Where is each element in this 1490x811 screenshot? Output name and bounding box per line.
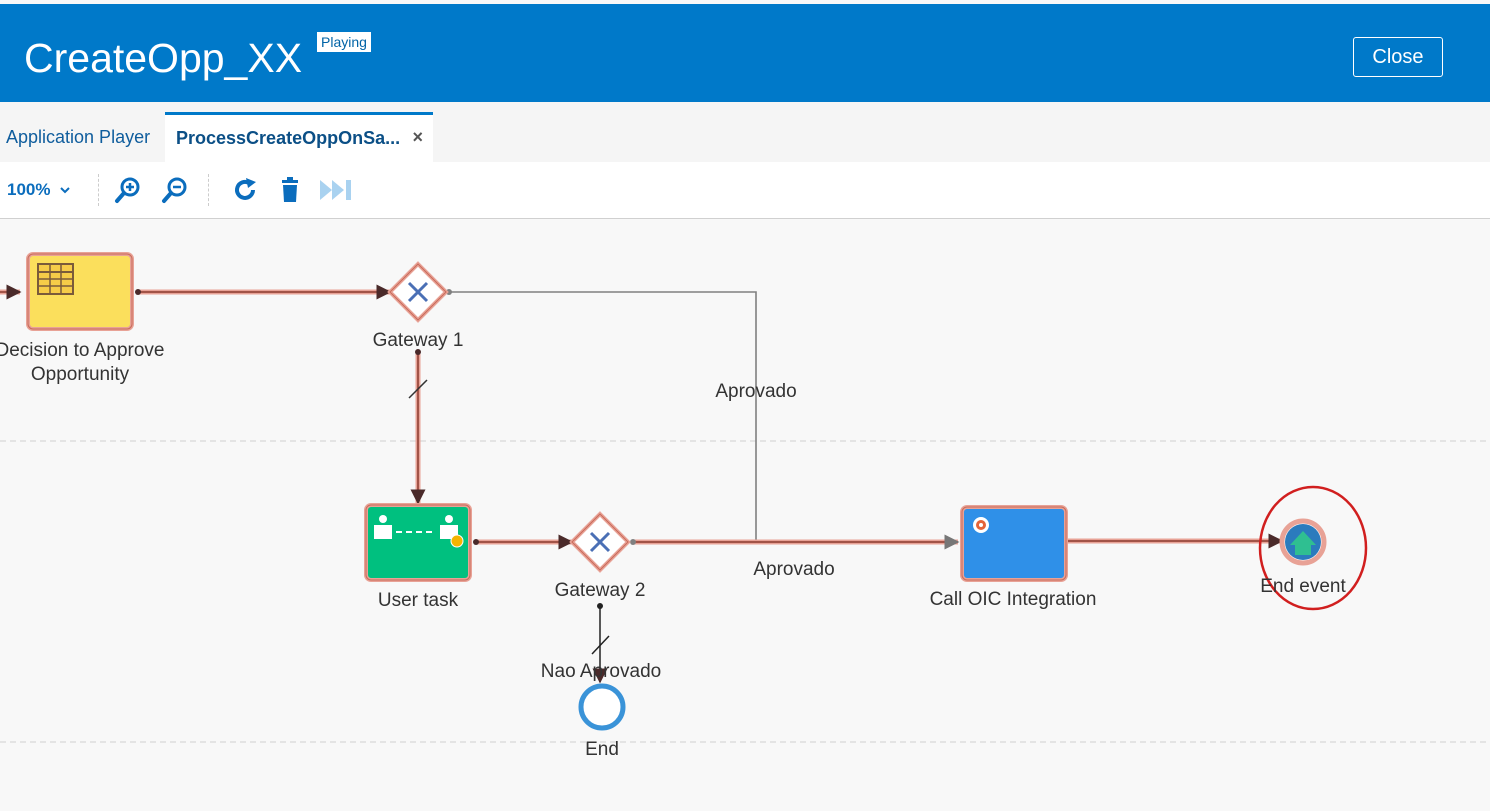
gateway-2-label: Gateway 2 <box>555 580 646 601</box>
process-canvas: Decision to Approve Opportunity Gateway … <box>0 219 1490 806</box>
close-tab-icon[interactable]: × <box>412 127 423 147</box>
zoom-value: 100% <box>7 180 51 199</box>
flow-gateway2-nao-aprovado <box>591 603 610 684</box>
gateway-2-node[interactable] <box>569 511 631 573</box>
flow-gateway1-to-usertask <box>408 349 428 505</box>
page-title: CreateOpp_XX <box>24 35 303 81</box>
home-icon <box>1290 531 1316 555</box>
status-badge: Playing <box>317 32 371 52</box>
user-task-label: User task <box>378 590 459 611</box>
flow-gateway2-to-call-oic <box>630 534 960 550</box>
flow-label-nao-aprovado: Nao Aprovado <box>541 661 661 682</box>
tab-label: Application Player <box>6 126 151 147</box>
header-bar: CreateOpp_XX Playing Close <box>0 4 1490 102</box>
end-label: End <box>585 739 619 760</box>
decision-task-label: Decision to Approve <box>0 340 165 361</box>
tab-label: ProcessCreateOppOnSa... <box>176 128 401 148</box>
tab-bar: Application Player ProcessCreateOppOnSa.… <box>0 102 1490 162</box>
chevron-down-icon <box>60 187 70 194</box>
call-oic-node[interactable] <box>960 505 1068 582</box>
flow-usertask-to-gateway2 <box>473 534 574 550</box>
process-diagram: Decision to Approve Opportunity Gateway … <box>0 252 1490 760</box>
toolbar: 100% <box>0 162 1490 219</box>
tab-process[interactable]: ProcessCreateOppOnSa... × <box>165 112 433 162</box>
call-oic-label: Call OIC Integration <box>930 589 1097 610</box>
delete-icon[interactable] <box>276 176 304 204</box>
close-button[interactable]: Close <box>1353 37 1443 77</box>
gateway-1-node[interactable] <box>387 261 449 323</box>
exclusive-gateway-icon <box>407 281 429 303</box>
skip-forward-icon <box>320 180 351 200</box>
highlight-circle <box>1258 485 1368 611</box>
toolbar-divider <box>208 174 210 206</box>
flow-label-aprovado-1: Aprovado <box>715 381 796 402</box>
table-icon <box>37 263 74 295</box>
decision-task-node[interactable] <box>26 252 134 331</box>
user-task-icon <box>374 515 464 548</box>
exclusive-gateway-icon <box>589 531 611 553</box>
zoom-in-icon[interactable] <box>114 176 142 204</box>
decision-task-label-line2: Opportunity <box>31 364 130 385</box>
zoom-select[interactable]: 100% <box>7 180 71 200</box>
end-event-node[interactable] <box>1279 518 1327 566</box>
flow-label-aprovado-2: Aprovado <box>753 559 834 580</box>
refresh-icon[interactable] <box>231 176 259 204</box>
end-event-label: End event <box>1260 576 1346 597</box>
flow-gateway1-aprovado <box>446 289 757 543</box>
user-task-node[interactable] <box>364 503 472 582</box>
flow-decision-to-gateway1 <box>135 284 392 300</box>
tab-application-player[interactable]: Application Player <box>0 112 165 162</box>
integration-icon <box>973 517 989 533</box>
end-node[interactable] <box>578 683 626 731</box>
gateway-1-label: Gateway 1 <box>373 330 464 351</box>
zoom-out-icon[interactable] <box>161 176 189 204</box>
toolbar-divider <box>98 174 100 206</box>
